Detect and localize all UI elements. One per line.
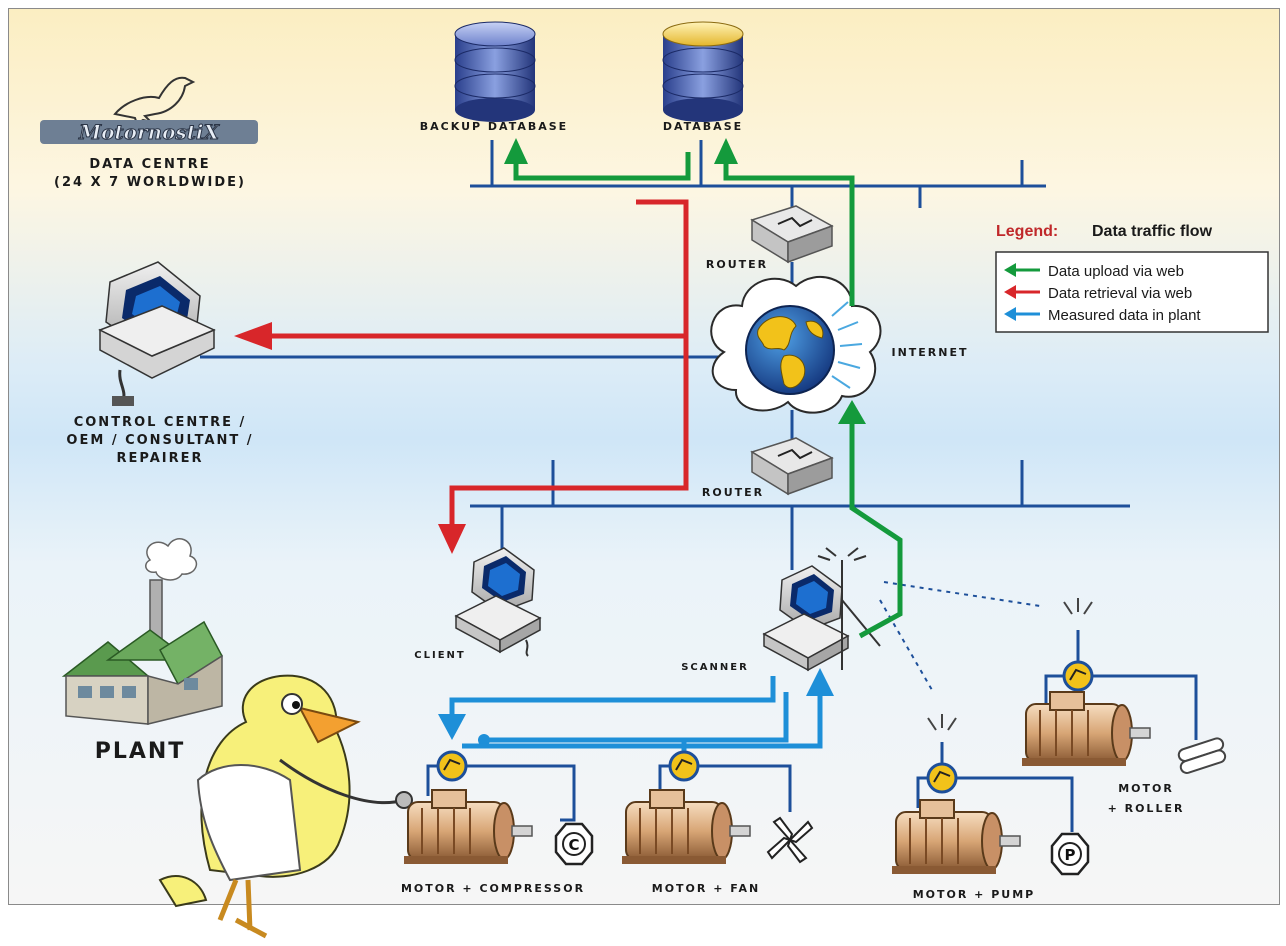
motornostix-logo: MotornostiX	[40, 120, 258, 145]
router-bottom-label: ROUTER	[702, 486, 764, 499]
backup-database-label: BACKUP DATABASE	[420, 120, 568, 133]
legend-item-measured: Measured data in plant	[1004, 307, 1201, 324]
motor-pump-label: MOTOR + PUMP	[913, 888, 1036, 901]
control-centre-label-3: REPAIRER	[116, 451, 203, 466]
motor-fan-label: MOTOR + FAN	[652, 882, 760, 895]
antenna-icon	[817, 547, 881, 670]
sensor-compressor-icon	[436, 750, 468, 782]
plant-factory-icon	[61, 538, 223, 725]
upload-arrows	[513, 152, 903, 639]
motor-fan-icon	[622, 789, 751, 864]
router-icon-bottom	[750, 437, 834, 496]
motor-compressor-label: MOTOR + COMPRESSOR	[401, 882, 585, 895]
internet-label: INTERNET	[891, 346, 968, 359]
measured-data-arrowheads	[438, 668, 834, 746]
roller-symbol-icon	[1177, 737, 1227, 774]
database-label: DATABASE	[663, 120, 743, 133]
data-centre-sublabel: (24 X 7 WORLDWIDE)	[54, 175, 246, 190]
control-centre-label-2: OEM / CONSULTANT /	[66, 433, 253, 448]
pump-symbol-text: P	[1065, 846, 1076, 864]
backup-database-icon	[454, 21, 536, 122]
legend-item-retrieval: Data retrieval via web	[1004, 285, 1192, 302]
wireless-signal-icons	[927, 598, 1093, 731]
pump-symbol-icon: P	[1050, 832, 1090, 876]
sensor-pump-icon	[926, 762, 958, 794]
internet-cloud-icon	[710, 276, 882, 414]
motor-compressor-icon	[404, 789, 533, 864]
legend: Legend: Data traffic flow Data upload vi…	[995, 223, 1269, 333]
legend-item-upload: Data upload via web	[1004, 263, 1184, 280]
router-icon-top	[750, 205, 834, 264]
control-centre-label-1: CONTROL CENTRE /	[74, 415, 247, 430]
retrieval-arrows	[262, 199, 689, 526]
legend-item-measured-label: Measured data in plant	[1048, 307, 1201, 324]
sensor-roller-icon	[1062, 660, 1094, 692]
sensor-fan-icon	[668, 750, 700, 782]
plant-label: PLANT	[95, 739, 186, 764]
motor-roller-label-1: MOTOR	[1118, 782, 1174, 795]
legend-item-upload-label: Data upload via web	[1048, 263, 1184, 280]
bird-logo-icon	[113, 76, 196, 126]
control-centre-computer-icon	[98, 261, 216, 406]
motor-roller-label-2: + ROLLER	[1108, 802, 1185, 815]
motor-roller-icon	[1022, 691, 1151, 766]
legend-box	[995, 251, 1269, 333]
data-centre-label: DATA CENTRE	[89, 157, 210, 172]
measured-data-lines	[449, 676, 823, 756]
motor-pump-icon	[892, 799, 1021, 874]
legend-item-retrieval-label: Data retrieval via web	[1048, 285, 1192, 302]
logo-text: MotornostiX	[78, 120, 221, 144]
client-computer-icon	[454, 547, 542, 657]
retrieval-arrowheads	[234, 322, 466, 554]
wireless-dotted-lines	[879, 581, 1041, 691]
upload-arrowheads	[504, 138, 866, 424]
compressor-symbol-text: C	[568, 836, 579, 854]
fan-symbol-icon	[766, 816, 814, 864]
scanner-computer-icon	[762, 565, 850, 672]
sensor-wiring	[426, 630, 1198, 832]
bird-doctor-mascot-icon	[158, 674, 413, 939]
compressor-symbol-icon: C	[554, 822, 594, 866]
client-label: CLIENT	[414, 650, 465, 661]
legend-title-suffix: Data traffic flow	[1092, 223, 1213, 240]
legend-title-prefix: Legend:	[996, 223, 1058, 240]
database-icon	[662, 21, 744, 122]
router-top-label: ROUTER	[706, 258, 768, 271]
scanner-label: SCANNER	[681, 662, 749, 673]
